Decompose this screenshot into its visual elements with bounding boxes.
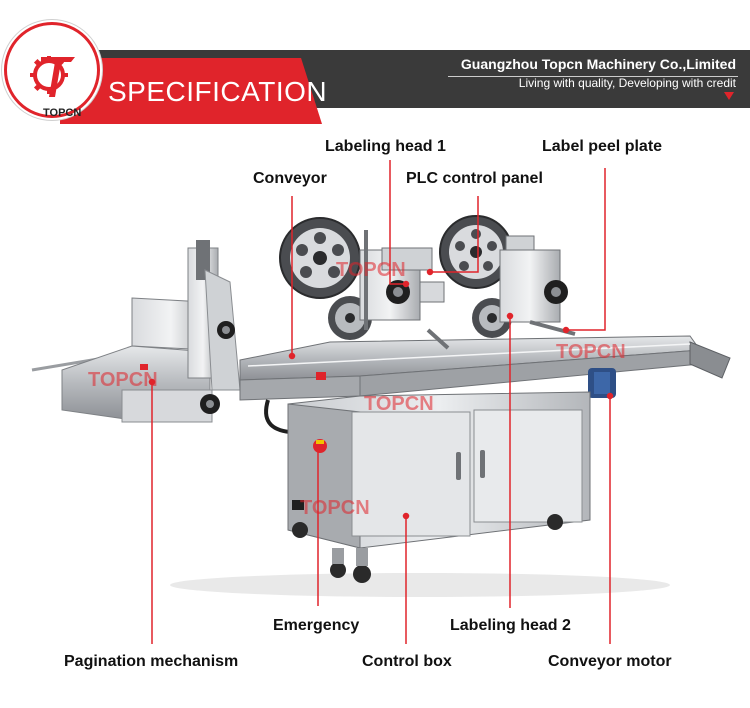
logo: TOPCN xyxy=(4,22,100,119)
label-emergency: Emergency xyxy=(273,617,360,634)
callout-lines xyxy=(148,160,614,644)
header-divider xyxy=(448,76,738,77)
label-pagination-mechanism: Pagination mechanism xyxy=(64,653,239,670)
label-conveyor: Conveyor xyxy=(253,170,327,187)
company-slogan: Living with quality, Developing with cre… xyxy=(518,76,736,90)
watermark-3: TOPCN xyxy=(556,341,626,363)
watermark-1: TOPCN xyxy=(336,259,406,281)
labeling-head-2-unit xyxy=(439,215,576,338)
callout-label-peel-plate xyxy=(566,168,606,331)
label-control-box: Control box xyxy=(362,653,452,670)
control-box-cabinet xyxy=(287,391,591,583)
watermark-2: TOPCN xyxy=(88,369,158,391)
watermark-4: TOPCN xyxy=(364,393,434,415)
gear-logo-icon xyxy=(30,56,75,97)
label-plc-control-panel: PLC control panel xyxy=(406,170,543,187)
arrow-down-icon xyxy=(724,92,734,100)
page-title: SPECIFICATION xyxy=(108,76,328,107)
callout-plc-control-panel xyxy=(430,196,479,273)
floor-shadow xyxy=(170,573,670,597)
conveyor-motor-unit xyxy=(588,368,616,398)
label-conveyor-motor: Conveyor motor xyxy=(548,653,672,670)
labeling-head-1-unit xyxy=(279,217,450,350)
conveyor-unit xyxy=(239,335,731,434)
specification-tab xyxy=(60,58,322,124)
company-name: Guangzhou Topcn Machinery Co.,Limited xyxy=(460,56,736,72)
label-labeling-head-2: Labeling head 2 xyxy=(450,617,571,634)
watermark-5: TOPCN xyxy=(300,497,370,519)
pagination-mechanism-unit xyxy=(61,240,241,423)
logo-text: TOPCN xyxy=(43,107,82,119)
callout-labeling-head-1 xyxy=(389,160,406,285)
header: SPECIFICATION TOPCN Guangzhou Topcn Mach… xyxy=(0,0,750,130)
label-label-peel-plate: Label peel plate xyxy=(542,138,663,155)
label-labeling-head-1: Labeling head 1 xyxy=(325,138,446,155)
